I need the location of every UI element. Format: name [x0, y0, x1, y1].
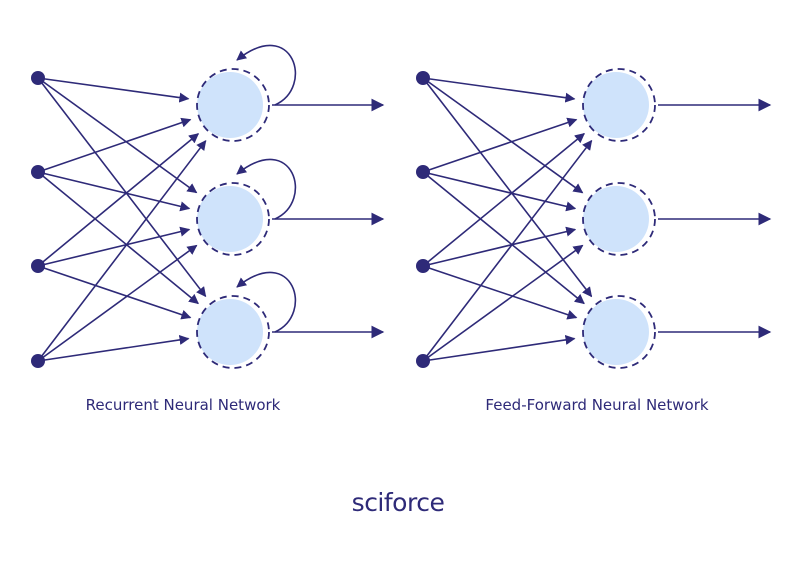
- connection-arrow: [422, 226, 577, 267]
- recurrent-loop-arrow: [236, 44, 297, 106]
- input-node: [416, 71, 430, 85]
- connection-arrow: [37, 140, 207, 362]
- feed-forward-network-caption: Feed-Forward Neural Network: [485, 396, 709, 414]
- neuron-dashed-outline: [582, 295, 656, 369]
- input-node: [416, 165, 430, 179]
- recurrent-network-caption: Recurrent Neural Network: [85, 396, 281, 414]
- recurrent-loop-arrow: [236, 158, 297, 220]
- connection-arrow: [37, 226, 191, 267]
- connection-arrow: [422, 171, 577, 212]
- connection-arrow: [37, 117, 192, 173]
- connection-arrow: [37, 265, 192, 320]
- recurrent-network-diagram: [31, 44, 385, 369]
- neuron-fill: [197, 299, 263, 365]
- connection-arrow: [37, 77, 198, 194]
- connection-arrow: [422, 244, 584, 362]
- connection-arrow: [422, 77, 576, 103]
- connection-arrow: [37, 77, 207, 298]
- connection-arrow: [37, 334, 190, 362]
- connection-arrow: [422, 139, 593, 362]
- connection-arrow: [37, 133, 200, 267]
- recurrent-loop-arrow: [236, 271, 297, 333]
- neuron-fill: [583, 186, 649, 252]
- input-node: [31, 71, 45, 85]
- neuron-fill: [197, 186, 263, 252]
- connection-arrow: [37, 77, 190, 103]
- input-node: [416, 354, 430, 368]
- neuron-dashed-outline: [582, 182, 656, 256]
- neuron-dashed-outline: [582, 68, 656, 142]
- connection-arrow: [422, 334, 576, 362]
- feed-forward-network-diagram: [416, 68, 772, 369]
- input-node: [31, 259, 45, 273]
- connection-arrow: [422, 117, 578, 173]
- neuron-fill: [197, 72, 263, 138]
- connection-arrow: [422, 265, 578, 320]
- connection-arrow: [422, 132, 585, 267]
- connection-arrow: [422, 77, 584, 194]
- connection-arrow: [422, 171, 585, 305]
- neuron-dashed-outline: [196, 68, 270, 142]
- connection-arrow: [37, 244, 198, 362]
- input-node: [31, 165, 45, 179]
- neuron-dashed-outline: [196, 182, 270, 256]
- input-node: [416, 259, 430, 273]
- neuron-fill: [583, 299, 649, 365]
- neuron-fill: [583, 72, 649, 138]
- neuron-dashed-outline: [196, 295, 270, 369]
- input-node: [31, 354, 45, 368]
- connection-arrow: [422, 77, 593, 298]
- sciforce-logo: sciforce: [351, 488, 445, 517]
- connection-arrow: [37, 171, 191, 212]
- connection-arrow: [37, 171, 199, 305]
